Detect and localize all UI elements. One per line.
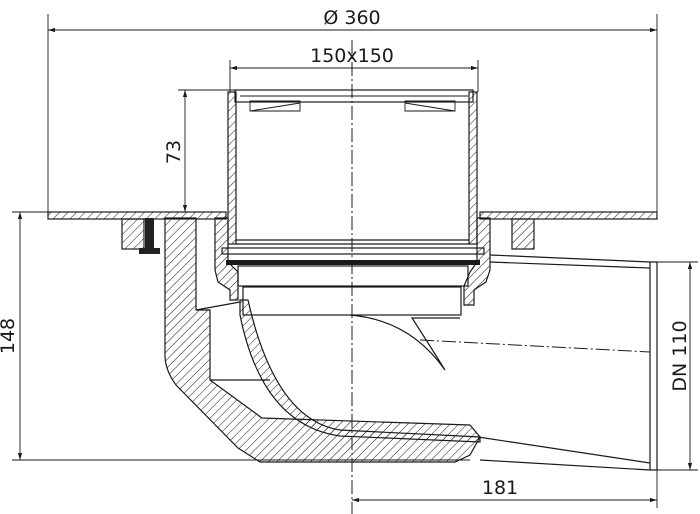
body-socket-right bbox=[463, 217, 491, 306]
body-inner-lines bbox=[195, 301, 270, 381]
grate-height-label: 73 bbox=[163, 140, 185, 164]
height-adjustment-body bbox=[227, 91, 478, 245]
outlet-bend bbox=[239, 299, 481, 443]
outlet-centerline bbox=[419, 339, 651, 353]
diameter-dimension bbox=[47, 14, 658, 212]
body-socket-left bbox=[214, 217, 239, 301]
flange-plate bbox=[47, 211, 658, 250]
outlet-pipe bbox=[477, 254, 658, 471]
sealing-ring bbox=[221, 247, 485, 287]
outlet-size-label: DN 110 bbox=[669, 320, 691, 391]
outlet-length-dimension bbox=[352, 470, 658, 508]
bend-curve bbox=[349, 314, 460, 371]
grate-size-label: 150x150 bbox=[310, 45, 394, 67]
outlet-length-label: 181 bbox=[482, 477, 518, 499]
outlet-size-dimension bbox=[657, 261, 698, 471]
bolt-icon bbox=[139, 218, 160, 254]
total-height-label: 148 bbox=[0, 318, 19, 354]
diameter-label: Ø 360 bbox=[323, 7, 380, 29]
grate bbox=[234, 89, 474, 112]
grate-height-dimension bbox=[178, 89, 240, 212]
grate-size-dimension bbox=[229, 60, 479, 92]
